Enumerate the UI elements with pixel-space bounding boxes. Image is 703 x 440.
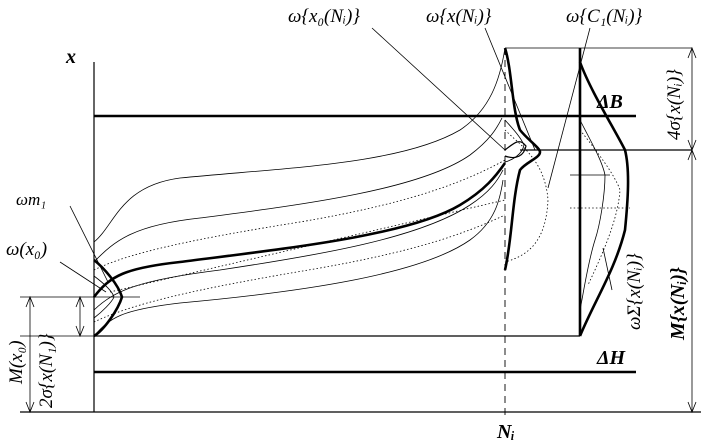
dim-2sigma-arrow-top bbox=[75, 295, 85, 308]
leader-omega-sigma bbox=[602, 247, 613, 291]
delta-h-label: ΔH bbox=[596, 347, 627, 369]
leader-omega-x0-ni bbox=[371, 27, 506, 151]
dim-2sigma-arrow-bottom bbox=[75, 325, 85, 338]
inner-upper-curve bbox=[93, 117, 503, 263]
dotted-curve-lower bbox=[93, 214, 506, 323]
mean-trajectory-curve bbox=[92, 162, 507, 298]
dim-mean-arrow-bottom bbox=[687, 401, 697, 414]
m-x0-label: M(x₀) bbox=[6, 340, 27, 385]
ni-distribution-thin bbox=[504, 119, 525, 163]
leader-omega-m1 bbox=[69, 205, 109, 283]
axis-n-label: Nᵢ bbox=[496, 421, 515, 440]
dim-mx0-arrow-bottom bbox=[25, 401, 35, 414]
ni-peak-bump bbox=[504, 141, 527, 159]
ni-distribution-curve bbox=[503, 47, 542, 271]
omega-m1-label: ωm₁ bbox=[16, 190, 46, 209]
dotted-curve-upper bbox=[93, 159, 506, 271]
omega-x0-label: ω(x₀) bbox=[6, 239, 47, 260]
final-distribution-curve bbox=[578, 61, 630, 337]
omega-sigma-label: ωΣ{x(Nᵢ)} bbox=[624, 253, 645, 330]
dim-mx0-arrow-top bbox=[25, 295, 35, 308]
lower-envelope-curve bbox=[93, 179, 504, 337]
four-sigma-label: 4σ{x(Nᵢ)} bbox=[664, 69, 685, 140]
final-distribution-dotted bbox=[579, 129, 621, 286]
leader-omega-x0 bbox=[59, 261, 107, 293]
delta-b-label: ΔB bbox=[596, 91, 623, 113]
initial-distribution-curve bbox=[93, 258, 124, 338]
omega-x0-ni-label: ω{x₀(Nᵢ)} bbox=[288, 6, 360, 27]
two-sigma-label: 2σ{x(N₁)} bbox=[36, 333, 57, 408]
omega-x-ni-label: ω{x(Nᵢ)} bbox=[426, 6, 492, 27]
leader-omega-x-ni bbox=[484, 27, 536, 151]
final-distribution-thin bbox=[579, 119, 606, 311]
dotted-diagonal bbox=[109, 199, 506, 293]
dim-mean-arrow-top bbox=[687, 148, 697, 161]
upper-envelope-curve bbox=[93, 47, 506, 243]
omega-c1-ni-label: ω{C₁(Nᵢ)} bbox=[566, 6, 643, 27]
leader-omega-c1-ni bbox=[547, 27, 591, 189]
axis-x-label: x bbox=[65, 46, 76, 68]
m-x-ni-label: M{x(Nᵢ)} bbox=[667, 267, 689, 341]
dim-4sigma-arrow-top bbox=[687, 46, 697, 59]
ni-dotted-distribution bbox=[504, 129, 549, 263]
